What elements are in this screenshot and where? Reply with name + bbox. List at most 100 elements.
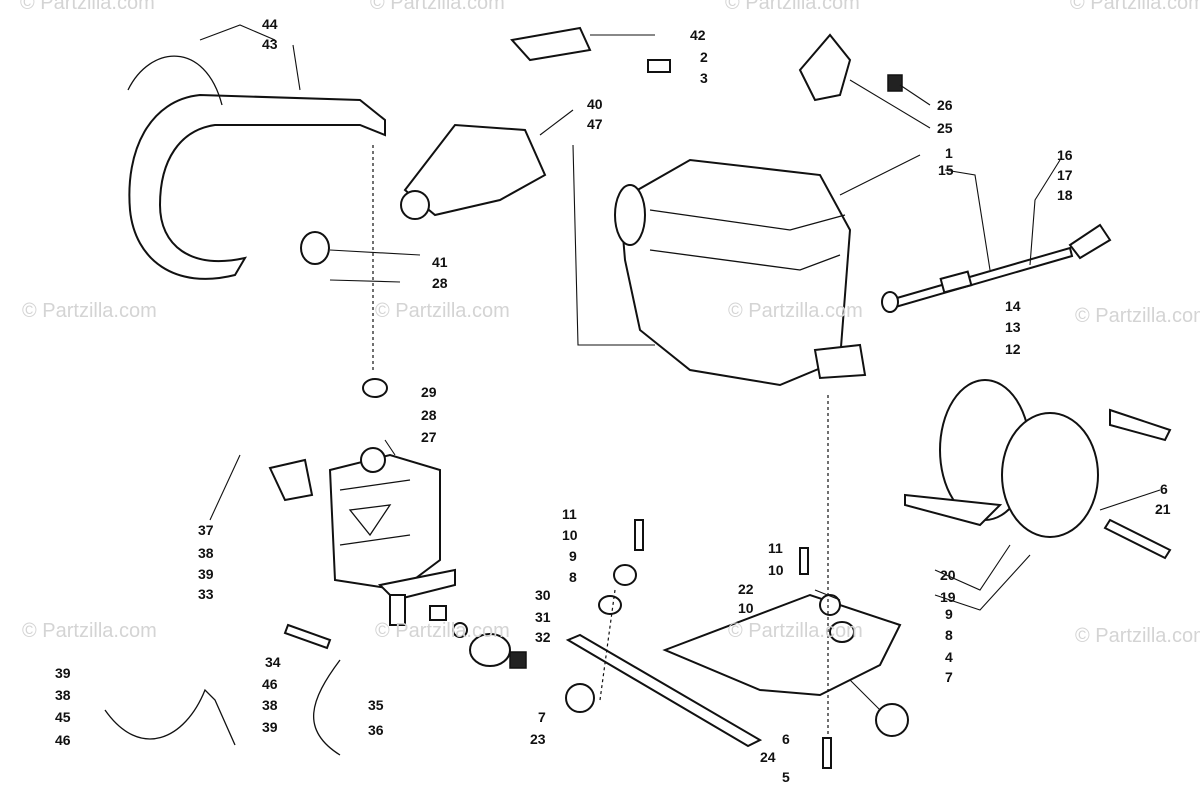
label-2-icon [647, 59, 671, 73]
callout-41: 41 [432, 254, 448, 270]
callout-27: 27 [421, 429, 437, 445]
exhaust-spring-icon [127, 55, 223, 106]
callout-36: 36 [368, 722, 384, 738]
tank-triangle-icon [348, 504, 392, 537]
callout-38: 38 [198, 545, 214, 561]
callout-39: 39 [262, 719, 278, 735]
callout-46: 46 [262, 676, 278, 692]
callout-44: 44 [262, 16, 278, 32]
callout-3: 3 [700, 70, 708, 86]
callout-31: 31 [535, 609, 551, 625]
callout-16: 16 [1057, 147, 1073, 163]
callout-25: 25 [937, 120, 953, 136]
callout-40: 40 [587, 96, 603, 112]
callout-6: 6 [782, 731, 790, 747]
callout-39: 39 [55, 665, 71, 681]
callout-14: 14 [1005, 298, 1021, 314]
callout-15: 15 [938, 162, 954, 178]
callout-32: 32 [535, 629, 551, 645]
callout-34: 34 [265, 654, 281, 670]
intake-boot-icon [798, 33, 852, 102]
callout-28: 28 [432, 275, 448, 291]
exhaust-manifold-icon [403, 123, 547, 217]
tank-cap-icon [360, 447, 386, 473]
rubber-mount-right-icon [875, 703, 909, 737]
manifold-port-icon [400, 190, 430, 220]
callout-43: 43 [262, 36, 278, 52]
callout-33: 33 [198, 586, 214, 602]
pulley-32-icon [469, 633, 511, 667]
engine-shaft-icon [813, 343, 867, 380]
tank-bracket-icon [268, 458, 314, 502]
bracket-18-icon [1068, 223, 1112, 260]
callout-13: 13 [1005, 319, 1021, 335]
callout-10: 10 [738, 600, 754, 616]
callout-11: 11 [768, 540, 783, 556]
watermark: © Partzilla.com [1075, 305, 1200, 327]
grommet-29-icon [362, 378, 388, 398]
callout-37: 37 [198, 522, 214, 538]
clip-26-icon [887, 74, 903, 92]
callout-4: 4 [945, 649, 953, 665]
callout-6: 6 [1160, 481, 1168, 497]
watermark: © Partzilla.com [1075, 625, 1200, 647]
callout-22: 22 [738, 581, 754, 597]
clutch-bolt-icon [1103, 518, 1172, 560]
callout-19: 19 [940, 589, 956, 605]
callout-21: 21 [1155, 501, 1171, 517]
callout-29: 29 [421, 384, 437, 400]
engine-intake-icon [614, 184, 646, 246]
watermark: © Partzilla.com [22, 300, 157, 322]
watermark: © Partzilla.com [20, 0, 155, 14]
callout-39: 39 [198, 566, 214, 582]
drive-belt-icon [904, 493, 1003, 527]
callout-8: 8 [945, 627, 953, 643]
callout-2: 2 [700, 49, 708, 65]
callout-11: 11 [562, 506, 577, 522]
clutch-body-icon [1001, 412, 1099, 538]
callout-7: 7 [945, 669, 953, 685]
callout-5: 5 [782, 769, 790, 785]
callout-12: 12 [1005, 341, 1021, 357]
exhaust-pipe-icon [128, 93, 386, 280]
callout-1: 1 [945, 145, 953, 161]
watermark: © Partzilla.com [728, 620, 863, 642]
watermark: © Partzilla.com [1070, 0, 1200, 14]
oil-tank-icon [328, 453, 441, 592]
callout-7: 7 [538, 709, 546, 725]
rail-24-icon [565, 633, 763, 748]
callout-47: 47 [587, 116, 603, 132]
callout-38: 38 [55, 687, 71, 703]
watermark: © Partzilla.com [728, 300, 863, 322]
watermark: © Partzilla.com [375, 300, 510, 322]
callout-35: 35 [368, 697, 384, 713]
callout-30: 30 [535, 587, 551, 603]
mount-bolt-icon [888, 246, 1074, 310]
callout-9: 9 [945, 606, 953, 622]
spacer-14-icon [939, 270, 973, 294]
callout-45: 45 [55, 709, 71, 725]
callout-10: 10 [768, 562, 784, 578]
callout-28: 28 [421, 407, 437, 423]
engine-plate-icon [662, 593, 902, 697]
callout-9: 9 [569, 548, 577, 564]
cable-36-icon [313, 659, 341, 756]
oil-line-icon [104, 688, 236, 746]
gasket-41-icon [300, 231, 330, 265]
callout-23: 23 [530, 731, 546, 747]
watermark: © Partzilla.com [22, 620, 157, 642]
callout-24: 24 [760, 749, 776, 765]
callout-10: 10 [562, 527, 578, 543]
callout-8: 8 [569, 569, 577, 585]
callout-26: 26 [937, 97, 953, 113]
heat-shield-icon [510, 26, 592, 62]
callout-42: 42 [690, 27, 706, 43]
callout-46: 46 [55, 732, 71, 748]
engine-block-icon [618, 158, 852, 387]
watermark: © Partzilla.com [370, 0, 505, 14]
watermark: © Partzilla.com [725, 0, 860, 14]
callout-20: 20 [940, 567, 956, 583]
callout-38: 38 [262, 697, 278, 713]
